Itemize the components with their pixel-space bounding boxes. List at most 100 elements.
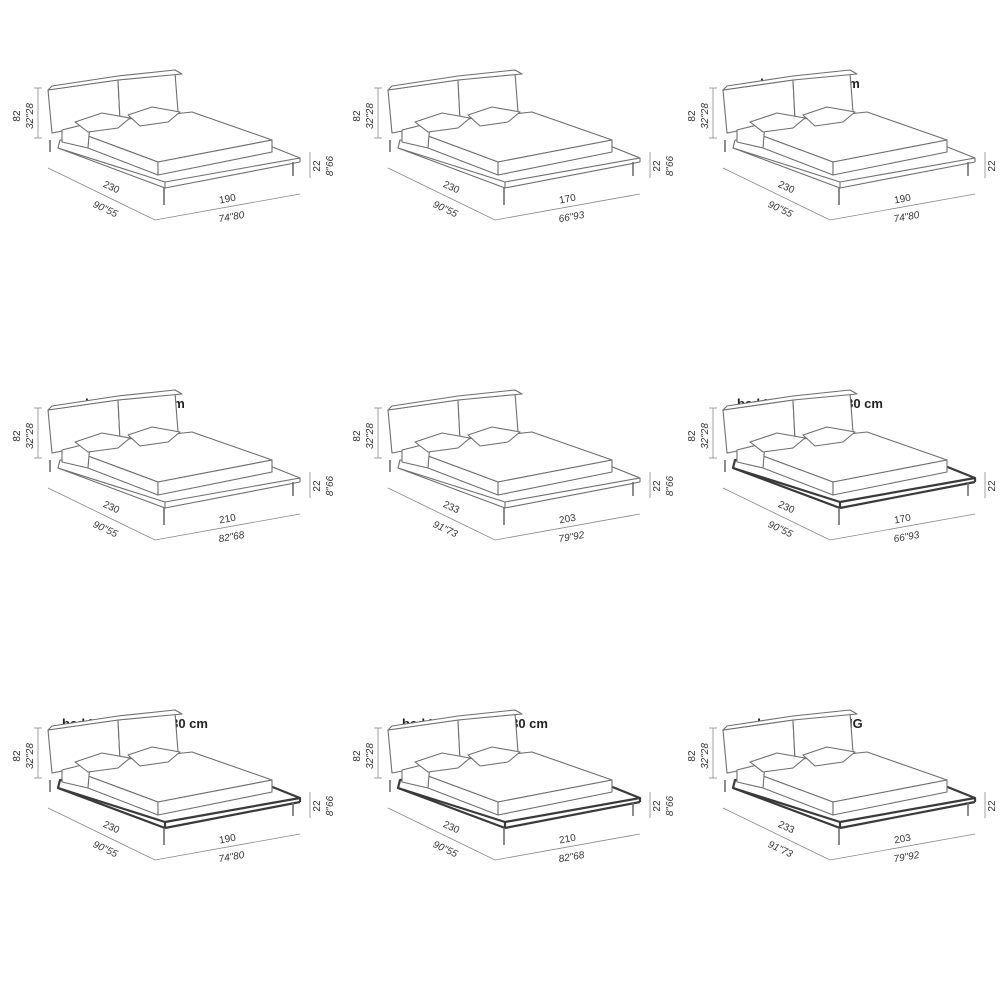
width-cm-label: 190 (218, 833, 237, 847)
width-dim-line (494, 833, 641, 861)
width-cm-label: 210 (558, 833, 577, 847)
depth-cm-label: 230 (441, 819, 461, 836)
depth-dim-line (722, 167, 831, 221)
pillow-right (127, 106, 181, 127)
pillow-right (802, 426, 856, 447)
pillow-right (802, 106, 856, 127)
width-in-label: 79"92 (558, 530, 586, 545)
depth-cm-label: 230 (101, 499, 121, 516)
height-cm-label: 82 (352, 110, 363, 122)
headboard-top (722, 709, 858, 731)
bed-diagram-8: bed KUOIO 210x230 cm8232"28228"6623090"5… (352, 709, 676, 865)
pillow-left (74, 752, 131, 773)
height-cm-label: 82 (687, 750, 698, 762)
mattress-side (497, 459, 613, 496)
mattress-side (832, 139, 948, 176)
height-cm-label: 82 (687, 430, 698, 442)
width-dim-line (829, 193, 976, 221)
pillow-right (127, 746, 181, 767)
width-dim-line (829, 833, 976, 861)
mattress-side (157, 779, 273, 816)
side-height-cm-label: 22 (312, 800, 323, 812)
height-in-label: 32"28 (700, 423, 711, 449)
width-cm-label: 170 (558, 193, 577, 207)
mattress-side (157, 459, 273, 496)
depth-in-label: 90"55 (431, 839, 459, 860)
width-dim-line (154, 513, 301, 541)
depth-in-label: 90"55 (766, 519, 794, 540)
depth-dim-line (47, 487, 156, 541)
width-in-label: 82"68 (558, 850, 586, 865)
side-height-cm-label: 22 (987, 160, 998, 172)
platform-front-edge (397, 786, 506, 830)
width-cm-label: 190 (218, 193, 237, 207)
side-height-in-label: 8"66 (325, 475, 336, 496)
width-dim-line (494, 513, 641, 541)
platform-side-edge (164, 481, 301, 509)
depth-cm-label: 233 (776, 819, 796, 836)
pillow-left (74, 432, 131, 453)
platform-side-edge (839, 161, 976, 189)
height-in-label: 32"28 (700, 743, 711, 769)
pillow-left (414, 752, 471, 773)
width-in-label: 79"92 (893, 850, 921, 865)
platform-front-edge (732, 786, 841, 830)
depth-dim-line (387, 167, 496, 221)
platform-front-edge (732, 466, 841, 510)
depth-cm-label: 230 (101, 179, 121, 196)
depth-in-label: 91"73 (766, 839, 794, 860)
bed-diagram-9: bed KUOIO KING8232"28228"6623391"7320379… (687, 709, 998, 865)
side-height-in-label: 8"66 (325, 155, 336, 176)
width-dim-line (154, 833, 301, 861)
width-cm-label: 170 (893, 513, 912, 527)
pillow-right (467, 746, 521, 767)
depth-cm-label: 230 (776, 499, 796, 516)
width-in-label: 66"93 (558, 210, 586, 225)
pillow-left (414, 112, 471, 133)
depth-in-label: 90"55 (431, 199, 459, 220)
depth-dim-line (722, 487, 831, 541)
depth-in-label: 90"55 (91, 199, 119, 220)
depth-in-label: 90"55 (766, 199, 794, 220)
side-height-cm-label: 22 (652, 480, 663, 492)
headboard-top (47, 389, 183, 411)
side-height-cm-label: 22 (987, 480, 998, 492)
pillow-left (749, 112, 806, 133)
height-in-label: 32"28 (700, 103, 711, 129)
headboard-top (47, 69, 183, 91)
headboard-top (722, 69, 858, 91)
width-in-label: 74"80 (893, 210, 921, 225)
width-dim-line (154, 193, 301, 221)
side-height-cm-label: 22 (652, 160, 663, 172)
width-dim-line (494, 193, 641, 221)
height-cm-label: 82 (12, 430, 23, 442)
platform-front-edge (57, 147, 166, 189)
depth-cm-label: 230 (776, 179, 796, 196)
bed-diagram-4: bed 210x230 cm8232"28228"6623090"5521082… (12, 389, 336, 545)
depth-dim-line (387, 807, 496, 861)
width-in-label: 74"80 (218, 210, 246, 225)
depth-dim-line (47, 807, 156, 861)
height-in-label: 32"28 (25, 743, 36, 769)
width-cm-label: 190 (893, 193, 912, 207)
height-in-label: 32"28 (25, 103, 36, 129)
side-height-cm-label: 22 (312, 160, 323, 172)
platform-side-edge (504, 481, 641, 509)
width-in-label: 74"80 (218, 850, 246, 865)
headboard-top (387, 69, 523, 91)
width-in-label: 66"93 (893, 530, 921, 545)
platform-side-edge (164, 161, 301, 189)
headboard-top (722, 389, 858, 411)
side-height-in-label: 8"66 (325, 795, 336, 816)
platform-front-edge (57, 786, 166, 830)
width-in-label: 82"68 (218, 530, 246, 545)
side-height-in-label: 8"66 (665, 795, 676, 816)
mattress-side (832, 459, 948, 496)
pillow-left (74, 112, 131, 133)
side-height-in-label: 8"66 (665, 475, 676, 496)
depth-dim-line (47, 167, 156, 221)
